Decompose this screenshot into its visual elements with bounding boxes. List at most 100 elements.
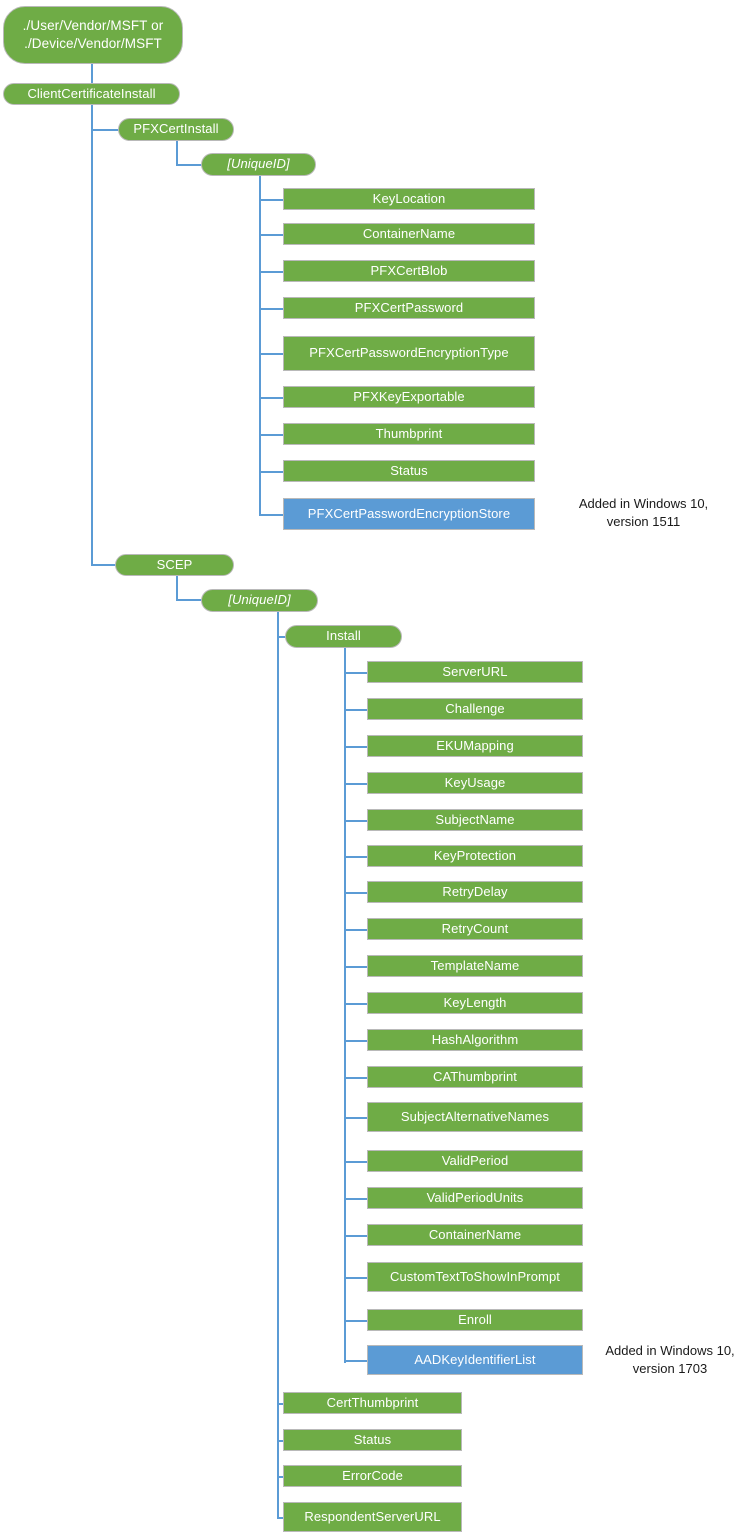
node-pfx-pfxcertpasswordencryptionstore[interactable]: PFXCertPasswordEncryptionStore bbox=[283, 498, 535, 530]
node-install-validperiod[interactable]: ValidPeriod bbox=[367, 1150, 583, 1172]
connector-install-child-3 bbox=[344, 783, 368, 785]
connector-pfx-child-2 bbox=[259, 271, 284, 273]
node-root-vendor-path[interactable]: ./User/Vendor/MSFT or ./Device/Vendor/MS… bbox=[3, 6, 183, 64]
node-install-customtexttoshowinprompt-label: CustomTextToShowInPrompt bbox=[389, 1268, 561, 1284]
node-install-subjectname[interactable]: SubjectName bbox=[367, 809, 583, 831]
connector-scep-uid-child-0 bbox=[277, 1403, 284, 1405]
connector-pfx-child-1 bbox=[259, 234, 284, 236]
node-install-containername-label: ContainerName bbox=[428, 1226, 522, 1242]
connector-install-child-6 bbox=[344, 892, 368, 894]
node-install-keylength[interactable]: KeyLength bbox=[367, 992, 583, 1014]
node-scep-label: SCEP bbox=[156, 556, 193, 572]
node-pfx-pfxcertpasswordencryptionstore-label: PFXCertPasswordEncryptionStore bbox=[307, 505, 511, 521]
node-install-retrydelay[interactable]: RetryDelay bbox=[367, 881, 583, 903]
node-install-validperiod-label: ValidPeriod bbox=[441, 1152, 509, 1168]
node-pfx-keylocation[interactable]: KeyLocation bbox=[283, 188, 535, 210]
node-install-subjectalternativenames-label: SubjectAlternativeNames bbox=[400, 1108, 550, 1124]
connector-pfx-spine bbox=[176, 141, 178, 165]
node-scep-uniqueid[interactable]: [UniqueID] bbox=[201, 589, 318, 612]
connector-install-child-15 bbox=[344, 1235, 368, 1237]
node-install-containername[interactable]: ContainerName bbox=[367, 1224, 583, 1246]
connector-scep-uid-to-install bbox=[277, 636, 286, 638]
node-install-aadkeyidentifierlist[interactable]: AADKeyIdentifierList bbox=[367, 1345, 583, 1375]
connector-pfx-child-0 bbox=[259, 199, 284, 201]
node-install-serverurl[interactable]: ServerURL bbox=[367, 661, 583, 683]
connector-install-child-16 bbox=[344, 1277, 368, 1279]
connector-install-child-2 bbox=[344, 746, 368, 748]
node-pfx-uniqueid-label: [UniqueID] bbox=[227, 156, 290, 172]
node-install-keyusage[interactable]: KeyUsage bbox=[367, 772, 583, 794]
node-install-validperiodunits[interactable]: ValidPeriodUnits bbox=[367, 1187, 583, 1209]
node-install-hashalgorithm[interactable]: HashAlgorithm bbox=[367, 1029, 583, 1051]
node-install-aadkeyidentifierlist-label: AADKeyIdentifierList bbox=[414, 1351, 536, 1367]
node-pfx-pfxcertpassword[interactable]: PFXCertPassword bbox=[283, 297, 535, 319]
connector-cci-spine bbox=[91, 104, 93, 565]
connector-install-child-17 bbox=[344, 1320, 368, 1322]
node-pfx-status[interactable]: Status bbox=[283, 460, 535, 482]
node-install-templatename-label: TemplateName bbox=[430, 957, 520, 973]
node-install-hashalgorithm-label: HashAlgorithm bbox=[431, 1031, 519, 1047]
node-pfx-status-label: Status bbox=[390, 462, 428, 478]
node-pfx-containername[interactable]: ContainerName bbox=[283, 223, 535, 245]
node-scep[interactable]: SCEP bbox=[115, 554, 234, 576]
node-scep-status[interactable]: Status bbox=[283, 1429, 462, 1451]
node-install-validperiodunits-label: ValidPeriodUnits bbox=[426, 1189, 524, 1205]
node-install-enroll-label: Enroll bbox=[458, 1311, 492, 1327]
node-pfxcertinstall-label: PFXCertInstall bbox=[133, 121, 219, 137]
connector-scep-to-uid bbox=[176, 599, 202, 601]
node-scep-install[interactable]: Install bbox=[285, 625, 402, 648]
connector-install-child-18 bbox=[344, 1360, 368, 1362]
node-scep-uniqueid-label: [UniqueID] bbox=[228, 592, 291, 608]
node-install-keyprotection[interactable]: KeyProtection bbox=[367, 845, 583, 867]
node-clientcertificateinstall-label: ClientCertificateInstall bbox=[27, 85, 156, 101]
node-install-ekumapping[interactable]: EKUMapping bbox=[367, 735, 583, 757]
node-scep-certthumbprint-label: CertThumbprint bbox=[326, 1394, 419, 1410]
note-scep-added-version: Added in Windows 10, version 1703 bbox=[605, 1343, 735, 1376]
node-scep-errorcode-label: ErrorCode bbox=[342, 1467, 403, 1483]
connector-pfx-child-3 bbox=[259, 308, 284, 310]
node-root-vendor-path-label: ./User/Vendor/MSFT or ./Device/Vendor/MS… bbox=[22, 17, 164, 51]
node-pfx-pfxkeyexportable[interactable]: PFXKeyExportable bbox=[283, 386, 535, 408]
node-pfx-pfxcertpasswordencryptiontype[interactable]: PFXCertPasswordEncryptionType bbox=[283, 336, 535, 371]
connector-install-child-0 bbox=[344, 672, 368, 674]
node-pfx-thumbprint-label: Thumbprint bbox=[375, 425, 443, 441]
node-pfx-containername-label: ContainerName bbox=[362, 225, 456, 241]
connector-install-child-14 bbox=[344, 1198, 368, 1200]
connector-pfx-child-6 bbox=[259, 434, 284, 436]
connector-cci-to-scep bbox=[91, 564, 116, 566]
node-pfx-thumbprint[interactable]: Thumbprint bbox=[283, 423, 535, 445]
connector-scep-uid-spine bbox=[277, 612, 279, 1518]
node-scep-respondentserverurl[interactable]: RespondentServerURL bbox=[283, 1502, 462, 1532]
node-pfx-pfxcertpassword-label: PFXCertPassword bbox=[354, 299, 464, 315]
node-install-enroll[interactable]: Enroll bbox=[367, 1309, 583, 1331]
node-install-keylength-label: KeyLength bbox=[443, 994, 507, 1010]
node-install-ekumapping-label: EKUMapping bbox=[436, 737, 514, 753]
connector-install-child-11 bbox=[344, 1077, 368, 1079]
connector-root-spine bbox=[91, 64, 93, 94]
node-install-retrydelay-label: RetryDelay bbox=[442, 883, 508, 899]
connector-pfx-child-8 bbox=[259, 514, 284, 516]
node-install-templatename[interactable]: TemplateName bbox=[367, 955, 583, 977]
node-pfx-uniqueid[interactable]: [UniqueID] bbox=[201, 153, 316, 176]
connector-pfx-uid-spine bbox=[259, 176, 261, 516]
node-install-retrycount[interactable]: RetryCount bbox=[367, 918, 583, 940]
node-install-cathumbprint-label: CAThumbprint bbox=[432, 1068, 518, 1084]
node-scep-errorcode[interactable]: ErrorCode bbox=[283, 1465, 462, 1487]
node-install-serverurl-label: ServerURL bbox=[442, 663, 508, 679]
connector-scep-uid-child-3 bbox=[277, 1517, 284, 1519]
connector-pfx-child-5 bbox=[259, 397, 284, 399]
node-clientcertificateinstall[interactable]: ClientCertificateInstall bbox=[3, 83, 180, 105]
connector-install-child-13 bbox=[344, 1161, 368, 1163]
node-pfx-pfxcertblob[interactable]: PFXCertBlob bbox=[283, 260, 535, 282]
node-scep-certthumbprint[interactable]: CertThumbprint bbox=[283, 1392, 462, 1414]
node-install-challenge[interactable]: Challenge bbox=[367, 698, 583, 720]
node-install-customtexttoshowinprompt[interactable]: CustomTextToShowInPrompt bbox=[367, 1262, 583, 1292]
node-pfxcertinstall[interactable]: PFXCertInstall bbox=[118, 118, 234, 141]
node-scep-status-label: Status bbox=[353, 1431, 392, 1447]
node-install-subjectalternativenames[interactable]: SubjectAlternativeNames bbox=[367, 1102, 583, 1132]
node-install-retrycount-label: RetryCount bbox=[441, 920, 509, 936]
connector-scep-uid-child-1 bbox=[277, 1440, 284, 1442]
node-scep-install-label: Install bbox=[326, 628, 361, 644]
connector-install-child-1 bbox=[344, 709, 368, 711]
node-install-cathumbprint[interactable]: CAThumbprint bbox=[367, 1066, 583, 1088]
